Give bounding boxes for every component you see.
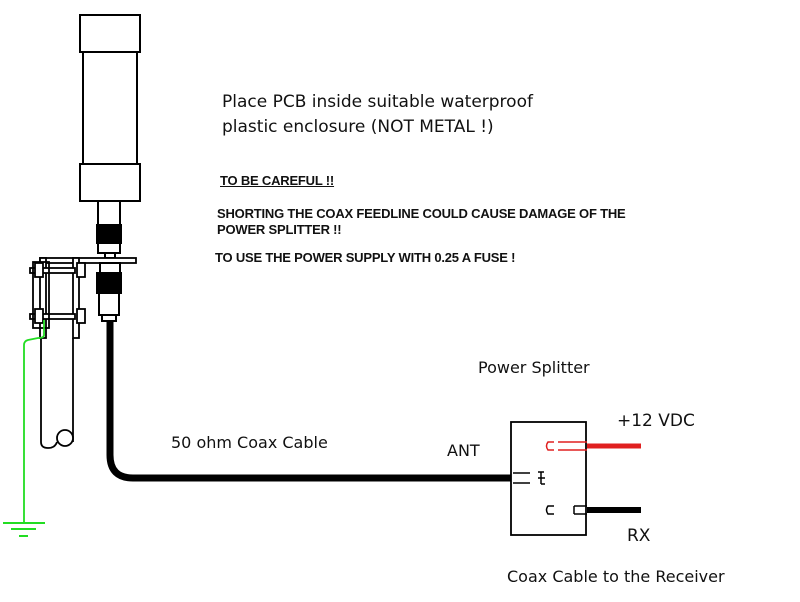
rx-port [545,505,587,515]
ground-wire [23,320,45,523]
upper-connector [96,200,122,259]
mounting-bracket [29,257,137,339]
ant-port [513,471,545,485]
power-splitter-label: Power Splitter [478,358,590,377]
enclosure-note-line2: plastic enclosure (NOT METAL !) [222,117,494,137]
dc-port [545,441,587,451]
coax-cable-label: 50 ohm Coax Cable [171,433,328,452]
lower-connector [96,262,122,322]
warning-line1: SHORTING THE COAX FEEDLINE COULD CAUSE D… [217,206,626,221]
antenna-enclosure [79,14,141,202]
mast-pole [40,338,74,449]
vdc-label: +12 VDC [617,411,695,431]
receiver-cable-label: Coax Cable to the Receiver [507,567,725,586]
warning-line2: POWER SPLITTER !! [217,222,342,237]
coax-cable [106,320,513,482]
warning-line3: TO USE THE POWER SUPPLY WITH 0.25 A FUSE… [215,250,516,265]
power-splitter-box [510,421,587,536]
rx-label: RX [627,526,651,546]
ant-label: ANT [447,441,480,460]
enclosure-note-line1: Place PCB inside suitable waterproof [222,92,533,112]
ground-symbol-icon [3,522,45,537]
warning-heading: TO BE CAREFUL !! [220,173,335,188]
